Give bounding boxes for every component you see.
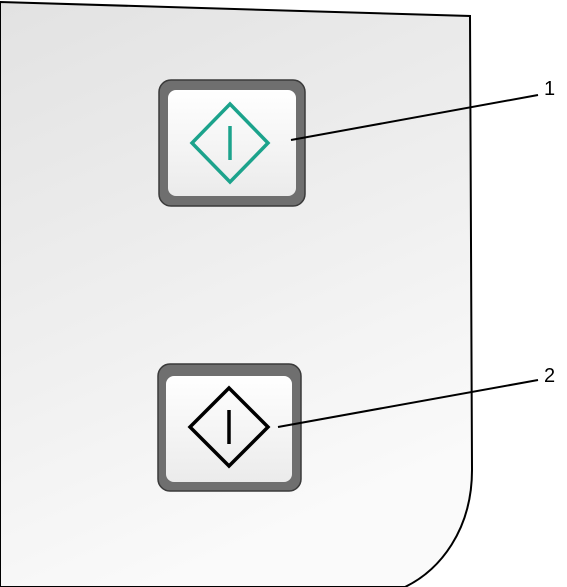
callout-label-1: 1 [544,78,555,100]
start-diamond-icon [189,101,271,185]
button-face [168,90,296,196]
callout-label-2: 2 [544,365,555,387]
callout-line-1 [290,94,539,141]
callout-line-2 [277,379,539,428]
start-button-black[interactable] [157,363,302,492]
start-button-color[interactable] [158,79,306,207]
panel-body [0,0,474,587]
start-diamond-icon [187,385,271,469]
